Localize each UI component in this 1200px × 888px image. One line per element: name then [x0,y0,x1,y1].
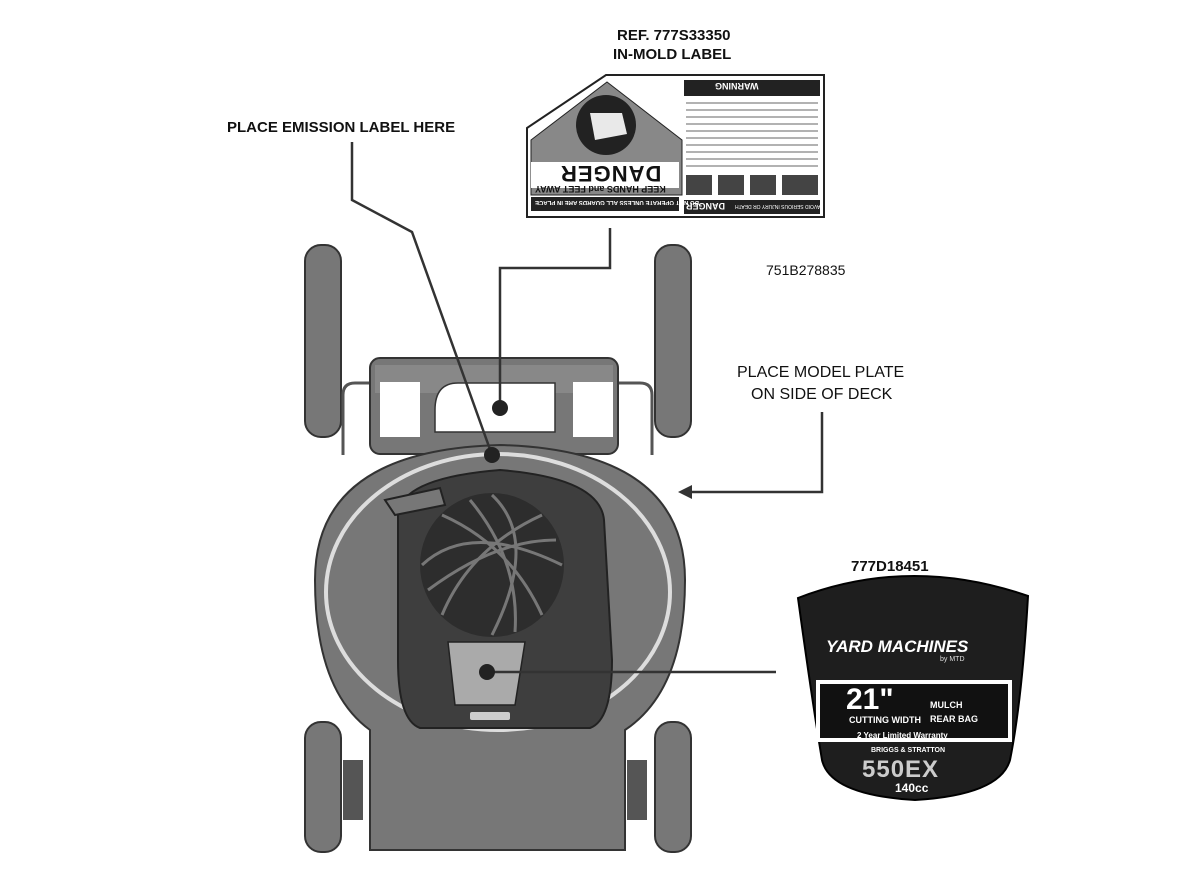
starter-handle [383,486,447,517]
decal-band-inner [820,684,1008,738]
emission-label-callout: PLACE EMISSION LABEL HERE [227,119,456,136]
decal-engine-brand: BRIGGS & STRATTON [871,747,946,754]
engine-label-dot [479,664,495,680]
part-number-751: 751B278835 [766,262,846,278]
engine-flywheel-screen [420,493,564,637]
engine-brand-tag [470,712,510,720]
model-plate-callout-line2: ON SIDE OF DECK [751,386,893,403]
decal-cutting-width: CUTTING WIDTH [849,715,921,725]
rear-right-wheel [654,244,692,438]
warning-header-text: WARNING [715,81,759,91]
decal-size: 21" [846,683,894,716]
leader-lines [350,142,824,674]
model-plate-callout-line1: PLACE MODEL PLATE [737,364,905,381]
rear-deck-opening-2 [573,382,613,437]
decal-mulch: MULCH [930,700,963,710]
rear-label-dot [492,400,508,416]
hazard-pictograms [686,175,818,195]
in-mold-label-title: IN-MOLD LABEL [613,46,732,63]
danger-header-text: DANGER [686,201,726,211]
danger-big-text: DANGER [560,161,662,186]
decal-displacement: 140cc [895,781,929,795]
part-number-777d: 777D18451 [851,558,929,575]
decal-rear-bag: REAR BAG [930,714,979,724]
model-plate-arrowhead [678,485,692,499]
flywheel-vanes [420,493,563,636]
front-bumper-right [627,760,647,820]
decal-brand: YARD MACHINES [826,637,969,656]
decal-warranty: 2 Year Limited Warranty [857,731,948,740]
in-mold-danger-label [526,74,825,218]
rear-deck-opening [380,382,420,437]
decal-engine-model: 550EX [862,756,940,783]
danger-footer-text: DO NOT OPERATE UNLESS ALL GUARDS ARE IN … [535,199,700,205]
ref-part-number: REF. 777S33350 [617,27,731,44]
danger-header-note: AVOID SERIOUS INJURY OR DEATH [735,203,821,209]
decal-brand-sub: by MTD [940,656,965,663]
keep-hands-text: KEEP HANDS and FEET AWAY [535,184,666,194]
front-bumper-left [343,760,363,820]
front-right-wheel [654,721,692,853]
front-left-wheel [304,721,342,853]
emission-dot [484,447,500,463]
rear-left-wheel [304,244,342,438]
